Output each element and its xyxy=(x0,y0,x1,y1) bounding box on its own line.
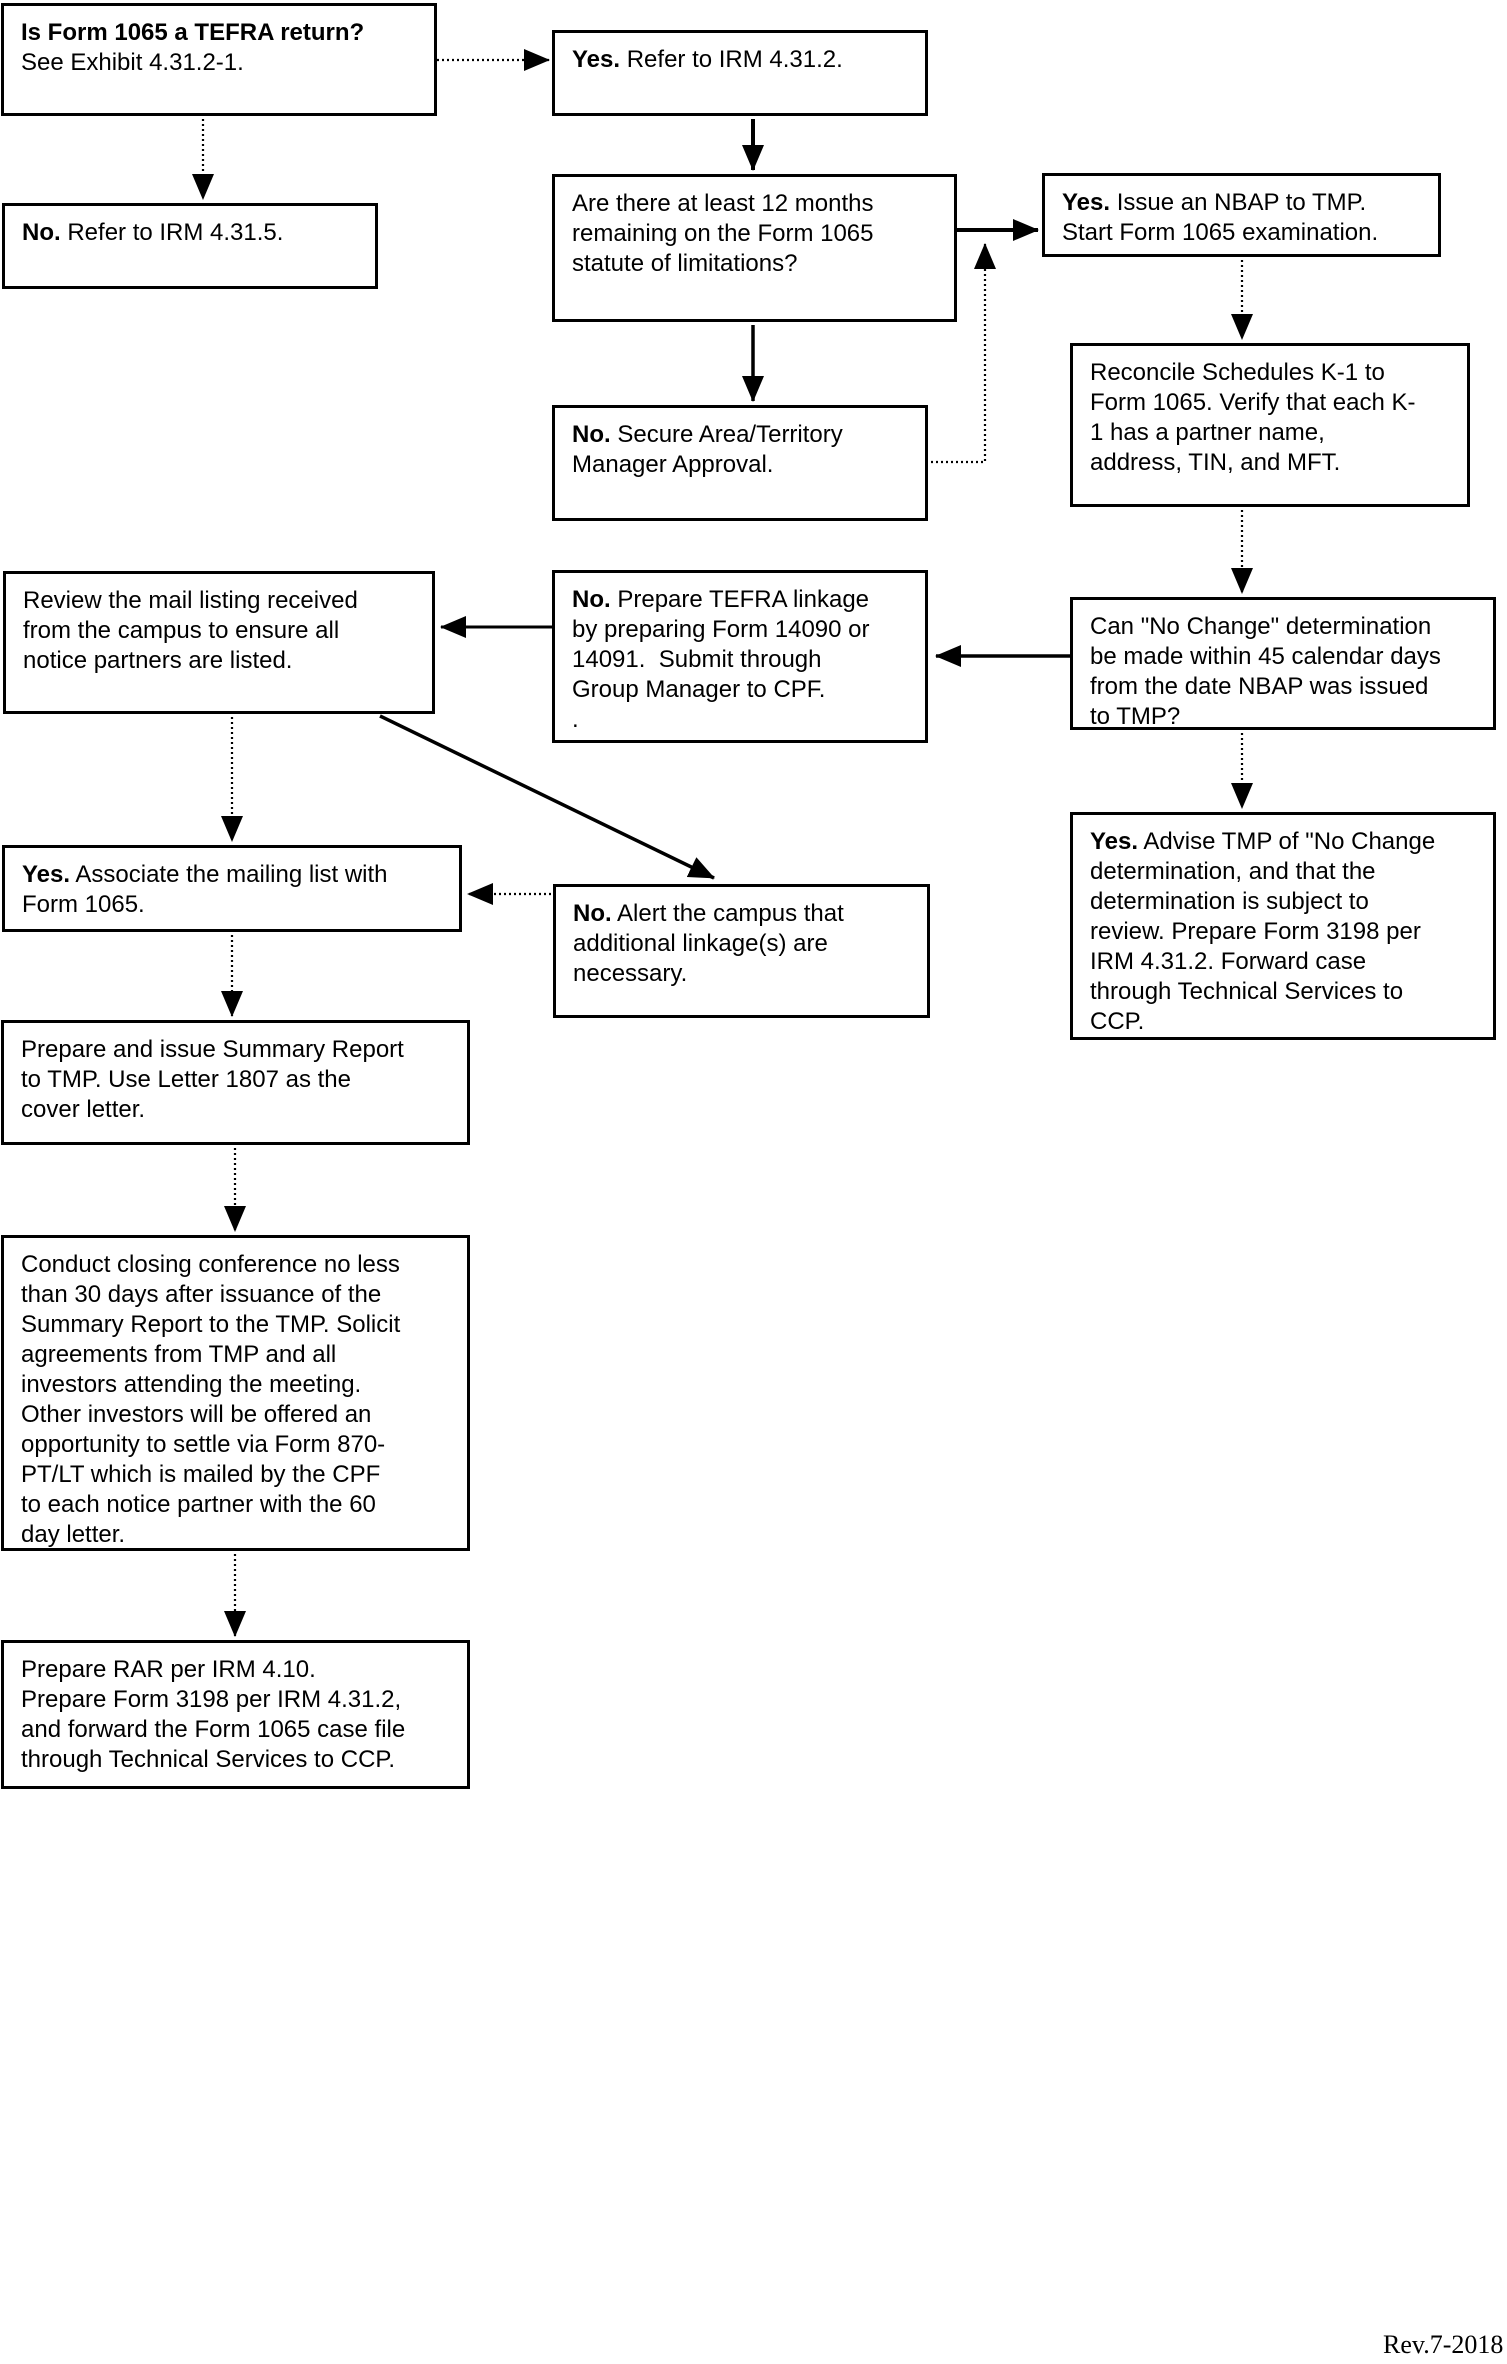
flow-box-reconcile: Reconcile Schedules K-1 to Form 1065. Ve… xyxy=(1070,343,1470,507)
flow-box-yes-nbap: Yes. Issue an NBAP to TMP. Start Form 10… xyxy=(1042,173,1441,257)
flow-box-no-refer: No. Refer to IRM 4.31.5. xyxy=(2,203,378,289)
flow-box-statute-question-text: Are there at least 12 months remaining o… xyxy=(572,190,874,277)
flow-box-prepare-rar-text: Prepare RAR per IRM 4.10. Prepare Form 3… xyxy=(21,1656,406,1773)
flow-box-tefra-question-text: Is Form 1065 a TEFRA return? See Exhibit… xyxy=(21,19,365,76)
flow-box-no-refer-text: No. Refer to IRM 4.31.5. xyxy=(22,219,284,246)
flow-box-yes-advise-text: Yes. Advise TMP of "No Change determinat… xyxy=(1090,828,1436,1035)
flow-box-yes-nbap-text: Yes. Issue an NBAP to TMP. Start Form 10… xyxy=(1062,189,1379,246)
flow-box-reconcile-text: Reconcile Schedules K-1 to Form 1065. Ve… xyxy=(1090,359,1416,476)
flow-box-prepare-rar: Prepare RAR per IRM 4.10. Prepare Form 3… xyxy=(1,1640,470,1789)
flow-box-no-linkage-text: No. Prepare TEFRA linkage by preparing F… xyxy=(572,586,870,733)
flow-box-no-secure: No. Secure Area/Territory Manager Approv… xyxy=(552,405,928,521)
flow-box-no-change-question-text: Can "No Change" determination be made wi… xyxy=(1090,613,1441,730)
flow-box-tefra-question: Is Form 1065 a TEFRA return? See Exhibit… xyxy=(1,3,437,116)
flow-box-yes-associate-text: Yes. Associate the mailing list with For… xyxy=(22,861,388,918)
flow-box-closing-conference: Conduct closing conference no less than … xyxy=(1,1235,470,1551)
flow-box-yes-advise: Yes. Advise TMP of "No Change determinat… xyxy=(1070,812,1496,1040)
flow-box-no-alert-text: No. Alert the campus that additional lin… xyxy=(573,900,844,987)
flow-box-no-linkage: No. Prepare TEFRA linkage by preparing F… xyxy=(552,570,928,743)
flow-box-no-secure-text: No. Secure Area/Territory Manager Approv… xyxy=(572,421,843,478)
flow-box-yes-associate: Yes. Associate the mailing list with For… xyxy=(2,845,462,932)
flow-box-no-change-question: Can "No Change" determination be made wi… xyxy=(1070,597,1496,730)
flow-box-review-mail: Review the mail listing received from th… xyxy=(3,571,435,714)
flow-box-summary-report: Prepare and issue Summary Report to TMP.… xyxy=(1,1020,470,1145)
flow-box-statute-question: Are there at least 12 months remaining o… xyxy=(552,174,957,322)
flow-box-review-mail-text: Review the mail listing received from th… xyxy=(23,587,358,674)
revision-label: Rev.7-2018 xyxy=(1383,2330,1504,2359)
flow-box-no-alert: No. Alert the campus that additional lin… xyxy=(553,884,930,1018)
flow-box-yes-refer: Yes. Refer to IRM 4.31.2. xyxy=(552,30,928,116)
flow-box-closing-conference-text: Conduct closing conference no less than … xyxy=(21,1251,401,1548)
flow-box-summary-report-text: Prepare and issue Summary Report to TMP.… xyxy=(21,1036,404,1123)
flow-box-yes-refer-text: Yes. Refer to IRM 4.31.2. xyxy=(572,46,843,73)
